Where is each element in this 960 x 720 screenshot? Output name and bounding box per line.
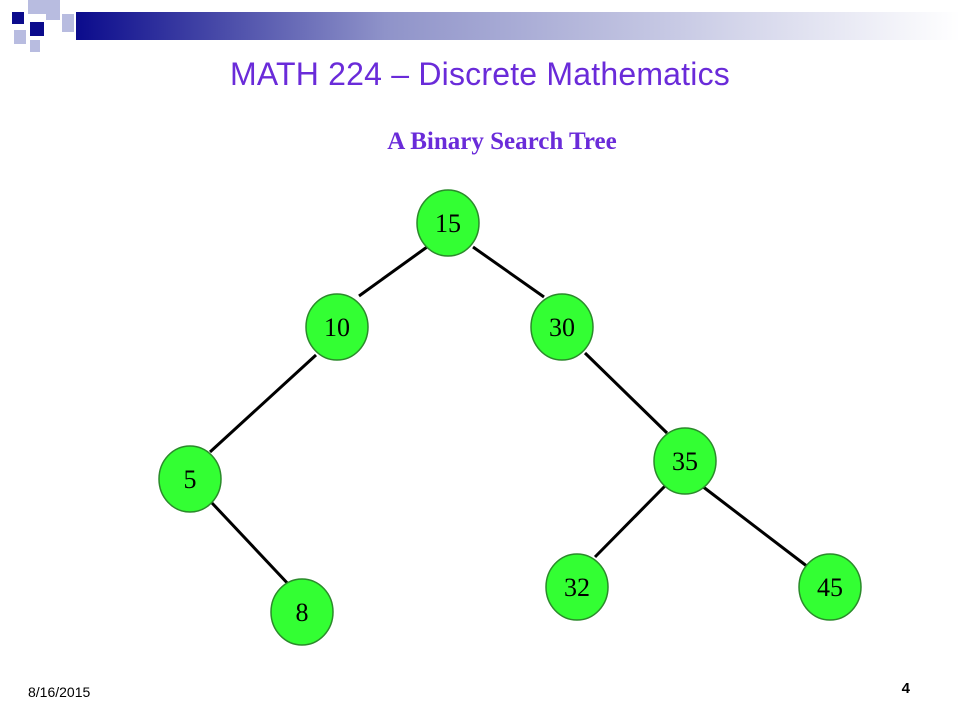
slide-title: MATH 224 – Discrete Mathematics — [230, 56, 730, 92]
node-30-label: 30 — [549, 313, 575, 342]
tree-node: 10 — [305, 293, 369, 361]
footer-date: 8/16/2015 — [28, 684, 91, 700]
node-8-label: 8 — [296, 598, 309, 627]
node-35-label: 35 — [672, 447, 698, 476]
node-5-label: 5 — [184, 465, 197, 494]
tree-edge-15-30 — [472, 245, 545, 299]
node-10-circle — [305, 293, 369, 361]
corner-decoration — [0, 0, 80, 60]
node-8-circle — [270, 578, 334, 646]
tree-edge-15-10 — [358, 245, 428, 298]
tree-node: 5 — [158, 445, 222, 513]
tree-edge-5-8 — [210, 501, 293, 589]
diagram-heading: A Binary Search Tree — [387, 128, 617, 155]
node-15-label: 15 — [435, 209, 461, 238]
tree-edge-10-5 — [208, 353, 318, 454]
node-45-circle — [798, 553, 862, 621]
decor-square-light-5 — [62, 14, 74, 32]
node-45-label: 45 — [817, 573, 843, 602]
node-5-circle — [158, 445, 222, 513]
tree-edge-35-32 — [593, 484, 667, 559]
tree-node: 30 — [530, 293, 594, 361]
node-30-circle — [530, 293, 594, 361]
node-32-circle — [545, 553, 609, 621]
tree-node: 15 — [416, 189, 480, 257]
decor-square-dark-1 — [12, 12, 24, 24]
tree-node: 45 — [798, 553, 862, 621]
node-10-label: 10 — [324, 313, 350, 342]
tree-node: 32 — [545, 553, 609, 621]
tree-edge-30-35 — [583, 351, 669, 435]
decor-square-light-4 — [30, 40, 40, 52]
node-32-label: 32 — [564, 573, 590, 602]
decor-square-light-2 — [46, 0, 60, 20]
decor-square-light-1 — [28, 0, 46, 14]
decor-square-light-3 — [14, 30, 26, 44]
node-35-circle — [653, 427, 717, 495]
tree-edge-35-45 — [701, 484, 809, 569]
tree-node: 8 — [270, 578, 334, 646]
decor-square-dark-2 — [30, 22, 44, 36]
tree-node: 35 — [653, 427, 717, 495]
page-number: 4 — [901, 680, 910, 697]
title-gradient-bar — [76, 12, 960, 40]
node-15-circle — [416, 189, 480, 257]
